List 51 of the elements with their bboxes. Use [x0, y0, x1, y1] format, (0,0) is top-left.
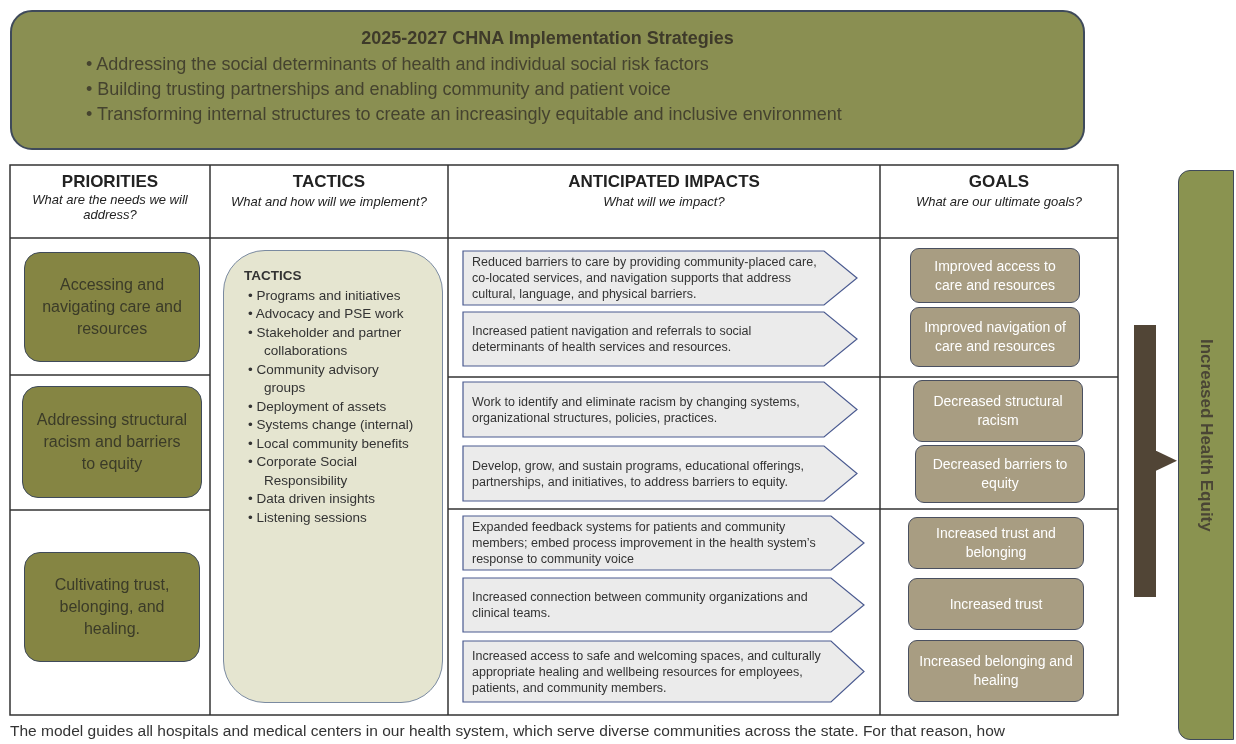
- impact-text: Work to identify and eliminate racism by changing systems, organizational structures, policies, practices.: [472, 393, 801, 426]
- strategy-banner: [10, 10, 1085, 150]
- priority-box: Cultivating trust, belonging, and healing.: [24, 552, 200, 662]
- goal-box: Increased trust: [908, 578, 1084, 630]
- chevron-box: [462, 640, 865, 703]
- bullet-text: • Local community benefits: [248, 434, 410, 453]
- bullet-text: • Stakeholder and partner collaborations: [248, 323, 403, 360]
- column-subheading: What are our ultimate goals?: [915, 194, 1083, 209]
- column-subheading: What are the needs we will address?: [31, 192, 189, 222]
- footer-text: The model guides all hospitals and medical centers in our health system, which serve diverse communities across the state. For that reason, how: [10, 722, 1006, 740]
- column-subheading: What and how will we implement?: [231, 194, 427, 209]
- chevron-box: [462, 381, 858, 438]
- column-heading: GOALS: [968, 172, 1030, 192]
- goal-box: Improved access to care and resources: [910, 248, 1080, 303]
- bullet-text: • Data driven insights: [248, 490, 377, 508]
- chevron-box: [462, 311, 858, 367]
- column-heading: PRIORITIES: [61, 172, 159, 192]
- goal-box: Decreased structural racism: [913, 380, 1083, 442]
- bullet-text: • Programs and initiatives: [248, 286, 402, 305]
- bullet-text: • Systems change (internal): [248, 416, 414, 434]
- impact-text: Increased access to safe and welcoming spaces, and culturally appropriate healing and wellbeing resources for employees, patients, and community members.: [472, 647, 822, 696]
- bullet-text: • Addressing the social determinants of health and individual social risk factors: [86, 53, 710, 76]
- bullet-text: • Deployment of assets: [248, 397, 388, 416]
- bullet-text: • Corporate Social Responsibility: [248, 453, 359, 490]
- impact-text: Reduced barriers to care by providing community-placed care, co-located services, and navigation supports that address cultural, language, and physical barriers.: [472, 254, 818, 302]
- priority-box: Accessing and navigating care and resources: [24, 252, 200, 362]
- bullet-text: • Transforming internal structures to create an increasingly equitable and inclusive environment: [86, 103, 843, 126]
- chevron-box: [462, 445, 858, 502]
- chevron-box: [462, 250, 858, 306]
- outcome-bar: Increased Health Equity: [1178, 170, 1234, 740]
- banner-title: 2025-2027 CHNA Implementation Strategies: [360, 28, 735, 49]
- column-heading: TACTICS: [292, 172, 366, 192]
- panel-heading: TACTICS: [244, 267, 303, 285]
- column-heading: ANTICIPATED IMPACTS: [568, 172, 760, 192]
- impact-text: Increased connection between community organizations and clinical teams.: [472, 589, 809, 621]
- impact-text: Increased patient navigation and referrals to social determinants of health services and resources.: [472, 323, 753, 355]
- priority-box: Addressing structural racism and barriers to equity: [22, 386, 202, 498]
- bullet-text: • Advocacy and PSE work: [248, 305, 405, 323]
- impact-text: Expanded feedback systems for patients and community members; embed process improvement in the health system’s response to community voice: [472, 519, 817, 567]
- goal-box: Increased belonging and healing: [908, 640, 1084, 702]
- goal-box: Decreased barriers to equity: [915, 445, 1085, 503]
- bullet-text: • Listening sessions: [248, 508, 368, 527]
- tactics-panel: [223, 250, 443, 703]
- goal-box: Improved navigation of care and resources: [910, 307, 1080, 367]
- chevron-box: [462, 577, 865, 633]
- chevron-box: [462, 515, 865, 571]
- impact-text: Develop, grow, and sustain programs, educational offerings, partnerships, and initiatives, to address barriers to equity.: [472, 457, 805, 490]
- goal-box: Increased trust and belonging: [908, 517, 1084, 569]
- bullet-text: • Building trusting partnerships and enabling community and patient voice: [86, 78, 672, 101]
- column-subheading: What will we impact?: [603, 194, 725, 209]
- bullet-text: • Community advisory groups: [248, 360, 380, 397]
